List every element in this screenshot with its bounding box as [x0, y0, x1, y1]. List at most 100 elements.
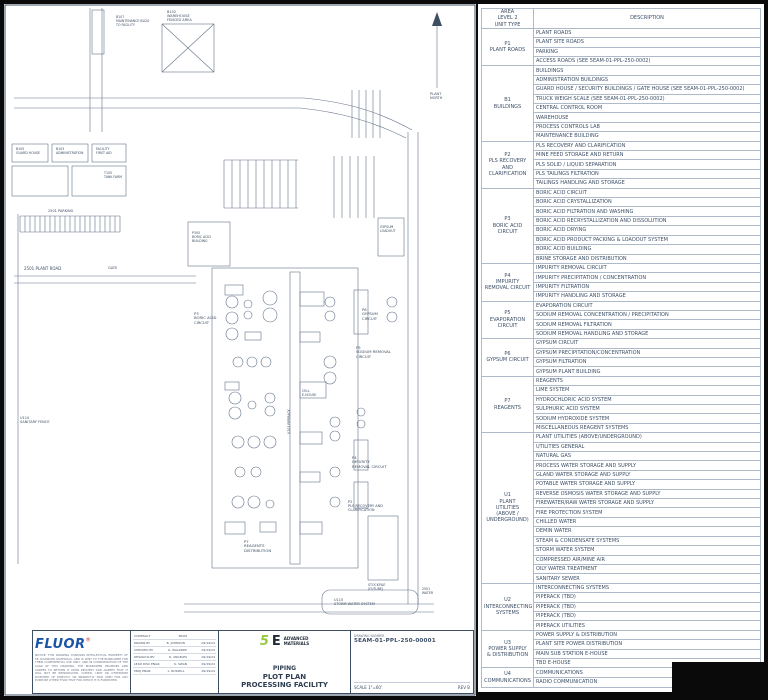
signoff-field: CONTRACT: [134, 634, 151, 638]
description-cell: TRUCK WEIGH SCALE (SEE 5EAM-01-PPL-250-0…: [533, 93, 761, 105]
scale-label: SCALE: [354, 685, 367, 690]
description-cell: REAGENTS: [533, 375, 761, 387]
description-cell: IMPURITY PRECIPITATION / CONCENTRATION: [533, 272, 761, 283]
description-cell: HYDROCHLORIC ACID SYSTEM: [533, 394, 761, 406]
description-cell: POWER SUPPLY & DISTRIBUTION: [533, 629, 761, 641]
signoff-row: LEAD DISC ENGR K. SWAN 09/19/24: [133, 661, 216, 668]
description-cell: PLS TAILINGS FILTRATION: [533, 168, 761, 180]
description-cell: OILY WATER TREATMENT: [533, 563, 761, 575]
signoff-field: B. JOHNSON: [166, 641, 185, 645]
area-header-cell: AREA LEVEL 2 UNIT TYPE: [481, 8, 534, 29]
description-cell: PIPERACK (TBD): [533, 592, 761, 603]
description-cell: WAREHOUSE: [533, 112, 761, 123]
description-cell: SODIUM REMOVAL CONCENTRATION / PRECIPITA…: [533, 309, 761, 321]
description-cell: POTABLE WATER STORAGE AND SUPPLY: [533, 479, 761, 490]
drawing-title-line3: PROCESSING FACILITY: [241, 681, 328, 690]
description-cell: GYPSUM PRECIPITATION/CONCENTRATION: [533, 347, 761, 358]
area-header-line3: UNIT TYPE: [494, 21, 521, 28]
description-cell: PROCESS CONTROLS LAB: [533, 121, 761, 133]
equipment-symbols: [19, 90, 398, 535]
description-cell: STEAM & CONDENSATE SYSTEMS: [533, 535, 761, 547]
signoff-field: DRAWN BY: [134, 641, 151, 645]
description-cell: IMPURITY HANDLING AND STORAGE: [533, 291, 761, 302]
signoff-field: 09/19/24: [201, 648, 215, 652]
description-cell: CHILLED WATER: [533, 516, 761, 528]
description-cell: MINE FEED STORAGE AND RETURN: [533, 150, 761, 161]
description-cell: GUARD HOUSE / SECURITY BUILDINGS / GATE …: [533, 84, 761, 95]
description-cell: ADMINISTRATION BUILDINGS: [533, 74, 761, 86]
description-cell: SULPHURIC ACID SYSTEM: [533, 403, 761, 415]
signoff-field: PROJ ENGR: [134, 669, 151, 673]
description-header-cell: DESCRIPTION: [533, 8, 761, 29]
process-plant: [211, 267, 419, 615]
signoff-field: K. SWAN: [174, 662, 187, 666]
description-cell: PLS RECOVERY AND CLARIFICATION: [533, 140, 761, 152]
rev-value: B: [467, 685, 470, 690]
description-cell: MAIN SUB STATION E-HOUSE: [533, 648, 761, 659]
5e-logo-five: 5: [259, 634, 269, 649]
drawing-title-line1: PIPING: [272, 665, 297, 672]
description-cell: PLANT SITE POWER DISTRIBUTION: [533, 639, 761, 650]
drawing-number-cell: DRAWING NUMBER 5EAM-01-PPL-250-00001 SCA…: [351, 631, 473, 693]
description-cell: GYPSUM CIRCUIT: [533, 338, 761, 349]
description-cell: PIPERACK UTILITIES: [533, 620, 761, 631]
legal-notice: NOTICE: THIS DRAWING CONTAINS INTELLECTU…: [35, 653, 128, 683]
table-header-row: AREA LEVEL 2 UNIT TYPE DESCRIPTION: [481, 8, 761, 29]
description-cell: PLANT ROADS: [533, 27, 761, 39]
signoff-field: 09/19/24: [201, 655, 215, 659]
signoff-field: CHECKED BY: [134, 648, 154, 652]
drawing-number-value: 5EAM-01-PPL-250-00001: [354, 638, 436, 644]
signoff-field: LEAD DISC ENGR: [134, 662, 160, 666]
description-cell: BORIC ACID BUILDING: [533, 244, 761, 255]
north-arrow: [432, 12, 442, 88]
description-cell: PLS SOLID / LIQUID SEPARATION: [533, 159, 761, 170]
roads: [14, 8, 434, 613]
description-cell: LIME SYSTEM: [533, 385, 761, 396]
5e-logo-e: E: [271, 634, 281, 649]
description-cell: PLANT UTILITIES (ABOVE/UNDERGROUND): [533, 432, 761, 443]
description-cell: ACCESS ROADS (SEE 5EAM-01-PPL-250-0002): [533, 55, 761, 67]
buildings: [11, 9, 405, 267]
description-cell: SODIUM REMOVAL HANDLING AND STORAGE: [533, 328, 761, 340]
description-cell: COMPRESSED AIR/MINE AIR: [533, 554, 761, 565]
signoff-row: DRAWN BY B. JOHNSON 09/19/24: [133, 640, 216, 647]
description-cell: BORIC ACID CRYSTALLIZATION: [533, 197, 761, 208]
signoff-field: 09/19/24: [201, 662, 215, 666]
description-cell: TAILINGS HANDLING AND STORAGE: [533, 178, 761, 189]
corner-mask: [672, 662, 768, 700]
description-cell: MISCELLANEOUS REAGENT SYSTEMS: [533, 422, 761, 434]
signoff-field: L. RUSSELL: [167, 669, 185, 673]
drawing-title: PIPING PLOT PLAN PROCESSING FACILITY: [241, 665, 328, 690]
description-cell: MAINTENANCE BUILDING: [533, 131, 761, 142]
description-cell: NATURAL GAS: [533, 451, 761, 462]
plot-plan-drawing: [4, 4, 476, 696]
description-cell: BORIC ACID RECRYSTALLIZATION AND DISSOLU…: [533, 215, 761, 227]
description-cell: GYPSUM FILTRATION: [533, 356, 761, 368]
description-cell: INTERCONNECTING SYSTEMS: [533, 582, 761, 594]
description-cell: SODIUM HYDROXIDE SYSTEM: [533, 413, 761, 424]
description-cell: GLAND WATER STORAGE AND SUPPLY: [533, 469, 761, 481]
description-cell: PIPERACK (TBD): [533, 610, 761, 622]
signoff-field: 09/19/24: [201, 641, 215, 645]
